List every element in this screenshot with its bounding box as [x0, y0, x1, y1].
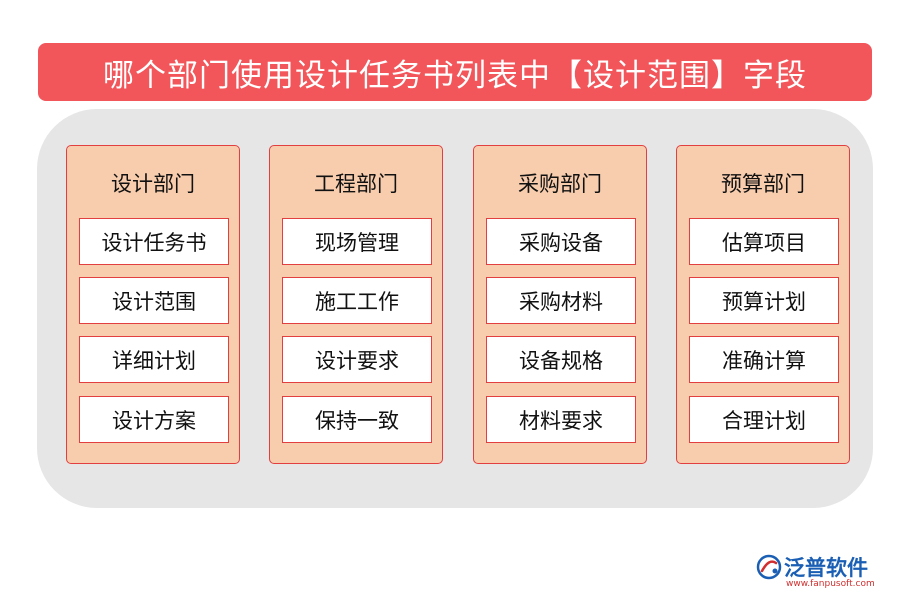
- department-item: 保持一致: [282, 396, 432, 443]
- department-title: 工程部门: [314, 172, 398, 196]
- department-item: 现场管理: [282, 218, 432, 265]
- department-item: 设计任务书: [79, 218, 229, 265]
- department-item: 采购设备: [486, 218, 636, 265]
- department-item: 施工工作: [282, 277, 432, 324]
- title-banner: 哪个部门使用设计任务书列表中【设计范围】字段: [38, 43, 872, 101]
- department-item: 设备规格: [486, 336, 636, 383]
- department-column-purchasing: 采购部门 采购设备 采购材料 设备规格 材料要求: [473, 145, 647, 464]
- department-column-budget: 预算部门 估算项目 预算计划 准确计算 合理计划: [676, 145, 850, 464]
- department-item: 设计范围: [79, 277, 229, 324]
- department-item: 设计方案: [79, 396, 229, 443]
- brand-name: 泛普软件: [784, 556, 868, 580]
- department-item: 估算项目: [689, 218, 839, 265]
- department-item: 材料要求: [486, 396, 636, 443]
- department-column-engineering: 工程部门 现场管理 施工工作 设计要求 保持一致: [269, 145, 443, 464]
- department-title: 采购部门: [518, 172, 602, 196]
- fanpu-logo-icon: [756, 554, 782, 580]
- department-item: 详细计划: [79, 336, 229, 383]
- department-item: 合理计划: [689, 396, 839, 443]
- department-item: 设计要求: [282, 336, 432, 383]
- page-title: 哪个部门使用设计任务书列表中【设计范围】字段: [103, 57, 807, 94]
- department-title: 预算部门: [721, 172, 805, 196]
- department-column-design: 设计部门 设计任务书 设计范围 详细计划 设计方案: [66, 145, 240, 464]
- department-item: 采购材料: [486, 277, 636, 324]
- brand-url: www.fanpusoft.com: [786, 579, 875, 589]
- department-title: 设计部门: [111, 172, 195, 196]
- brand-logo: 泛普软件 www.fanpusoft.com: [756, 552, 886, 592]
- department-item: 准确计算: [689, 336, 839, 383]
- department-item: 预算计划: [689, 277, 839, 324]
